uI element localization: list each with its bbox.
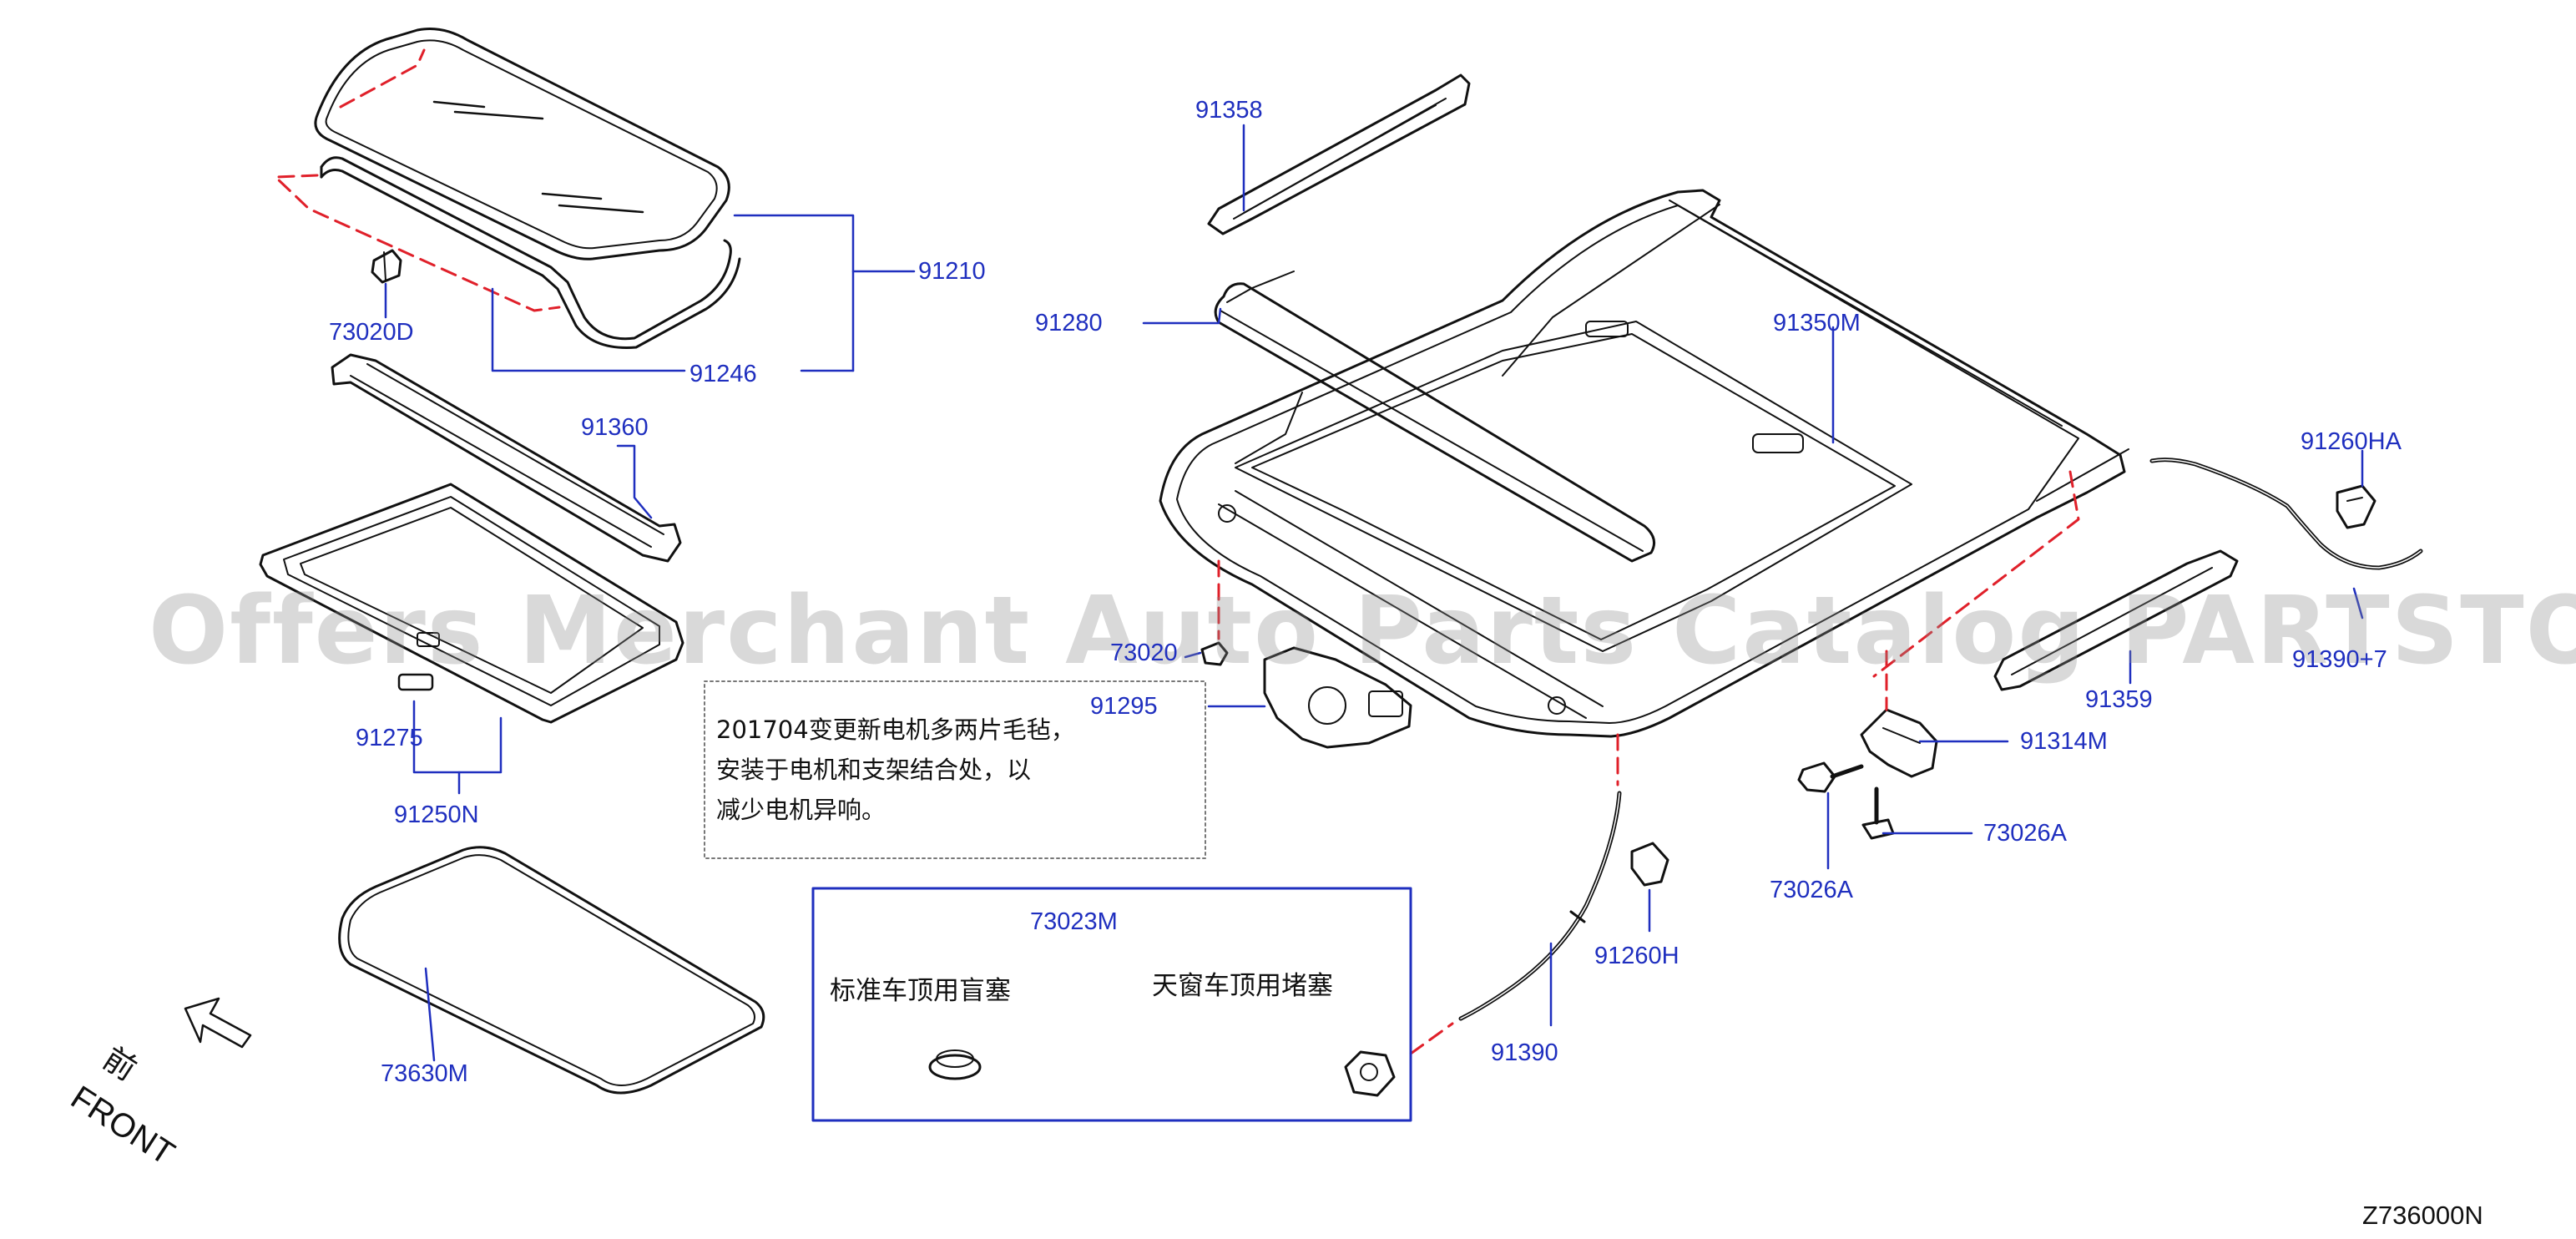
callout-leaders <box>412 124 2364 1062</box>
callout-91280[interactable]: 91280 <box>1035 310 1103 336</box>
guide-rail-91358 <box>1207 73 1471 235</box>
assembly-dash-lines <box>274 48 2080 1055</box>
note-line-1: 201704变更新电机多两片毛毡， <box>716 716 1075 744</box>
callout-73026a-right[interactable]: 73026A <box>1983 820 2067 847</box>
callout-91314m[interactable]: 91314M <box>2020 728 2108 755</box>
callout-73630m[interactable]: 73630M <box>381 1060 468 1087</box>
wind-deflector <box>331 353 682 563</box>
callout-91275[interactable]: 91275 <box>356 725 423 751</box>
callout-91210[interactable]: 91210 <box>918 258 986 285</box>
note-line-2: 安装于电机和支架结合处，以 <box>716 756 1032 784</box>
callout-91390-7[interactable]: 91390+7 <box>2292 646 2387 673</box>
opening-seal <box>338 846 765 1095</box>
sunroof-drain-plug <box>1344 1050 1396 1097</box>
callout-91250n[interactable]: 91250N <box>394 802 479 828</box>
sunroof-frame <box>1159 189 2129 738</box>
drain-hose-rear <box>2149 458 2423 570</box>
glass-weatherstrip <box>320 156 741 349</box>
callout-73023m[interactable]: 73023M <box>1030 908 1118 935</box>
callout-91260h[interactable]: 91260H <box>1594 943 1679 969</box>
hose-clip-91260ha <box>2336 484 2376 529</box>
hose-clip-91260h <box>1630 842 1669 887</box>
plug-options-box <box>811 887 1412 1122</box>
guide-rail-91359 <box>1993 549 2239 691</box>
callout-91260ha[interactable]: 91260HA <box>2301 428 2402 455</box>
callout-91246[interactable]: 91246 <box>689 361 757 387</box>
bolt-73026a-right <box>1861 786 1895 840</box>
glass-panel <box>314 28 730 260</box>
clip-73020 <box>1200 641 1229 666</box>
callout-73026a-left[interactable]: 73026A <box>1770 877 1853 903</box>
bracket-91314m <box>1860 708 1938 778</box>
standard-roof-plug <box>928 1049 982 1080</box>
front-arrow <box>184 997 252 1049</box>
callout-73020d[interactable]: 73020D <box>329 319 414 346</box>
shade-roller <box>1214 271 1656 563</box>
callout-91390[interactable]: 91390 <box>1491 1039 1558 1066</box>
standard-plug-label: 标准车顶用盲塞 <box>830 976 1011 1006</box>
note-line-3: 减少电机异响。 <box>716 796 886 824</box>
callout-91360[interactable]: 91360 <box>581 414 649 441</box>
callout-91350m[interactable]: 91350M <box>1773 310 1861 336</box>
drain-hose-front <box>1458 791 1622 1021</box>
sunroof-plug-label: 天窗车顶用堵塞 <box>1152 971 1333 1001</box>
note-box <box>704 680 1206 859</box>
clip-73020d <box>371 249 402 319</box>
callout-91295[interactable]: 91295 <box>1090 693 1158 720</box>
bolt-73026a-left <box>1797 761 1864 793</box>
sunroof-motor <box>1263 646 1412 749</box>
diagram-code: Z736000N <box>2362 1201 2483 1230</box>
callout-91359[interactable]: 91359 <box>2085 686 2153 713</box>
callout-91358[interactable]: 91358 <box>1195 97 1263 124</box>
callout-73020[interactable]: 73020 <box>1110 640 1178 666</box>
sunshade-frame <box>259 483 684 724</box>
